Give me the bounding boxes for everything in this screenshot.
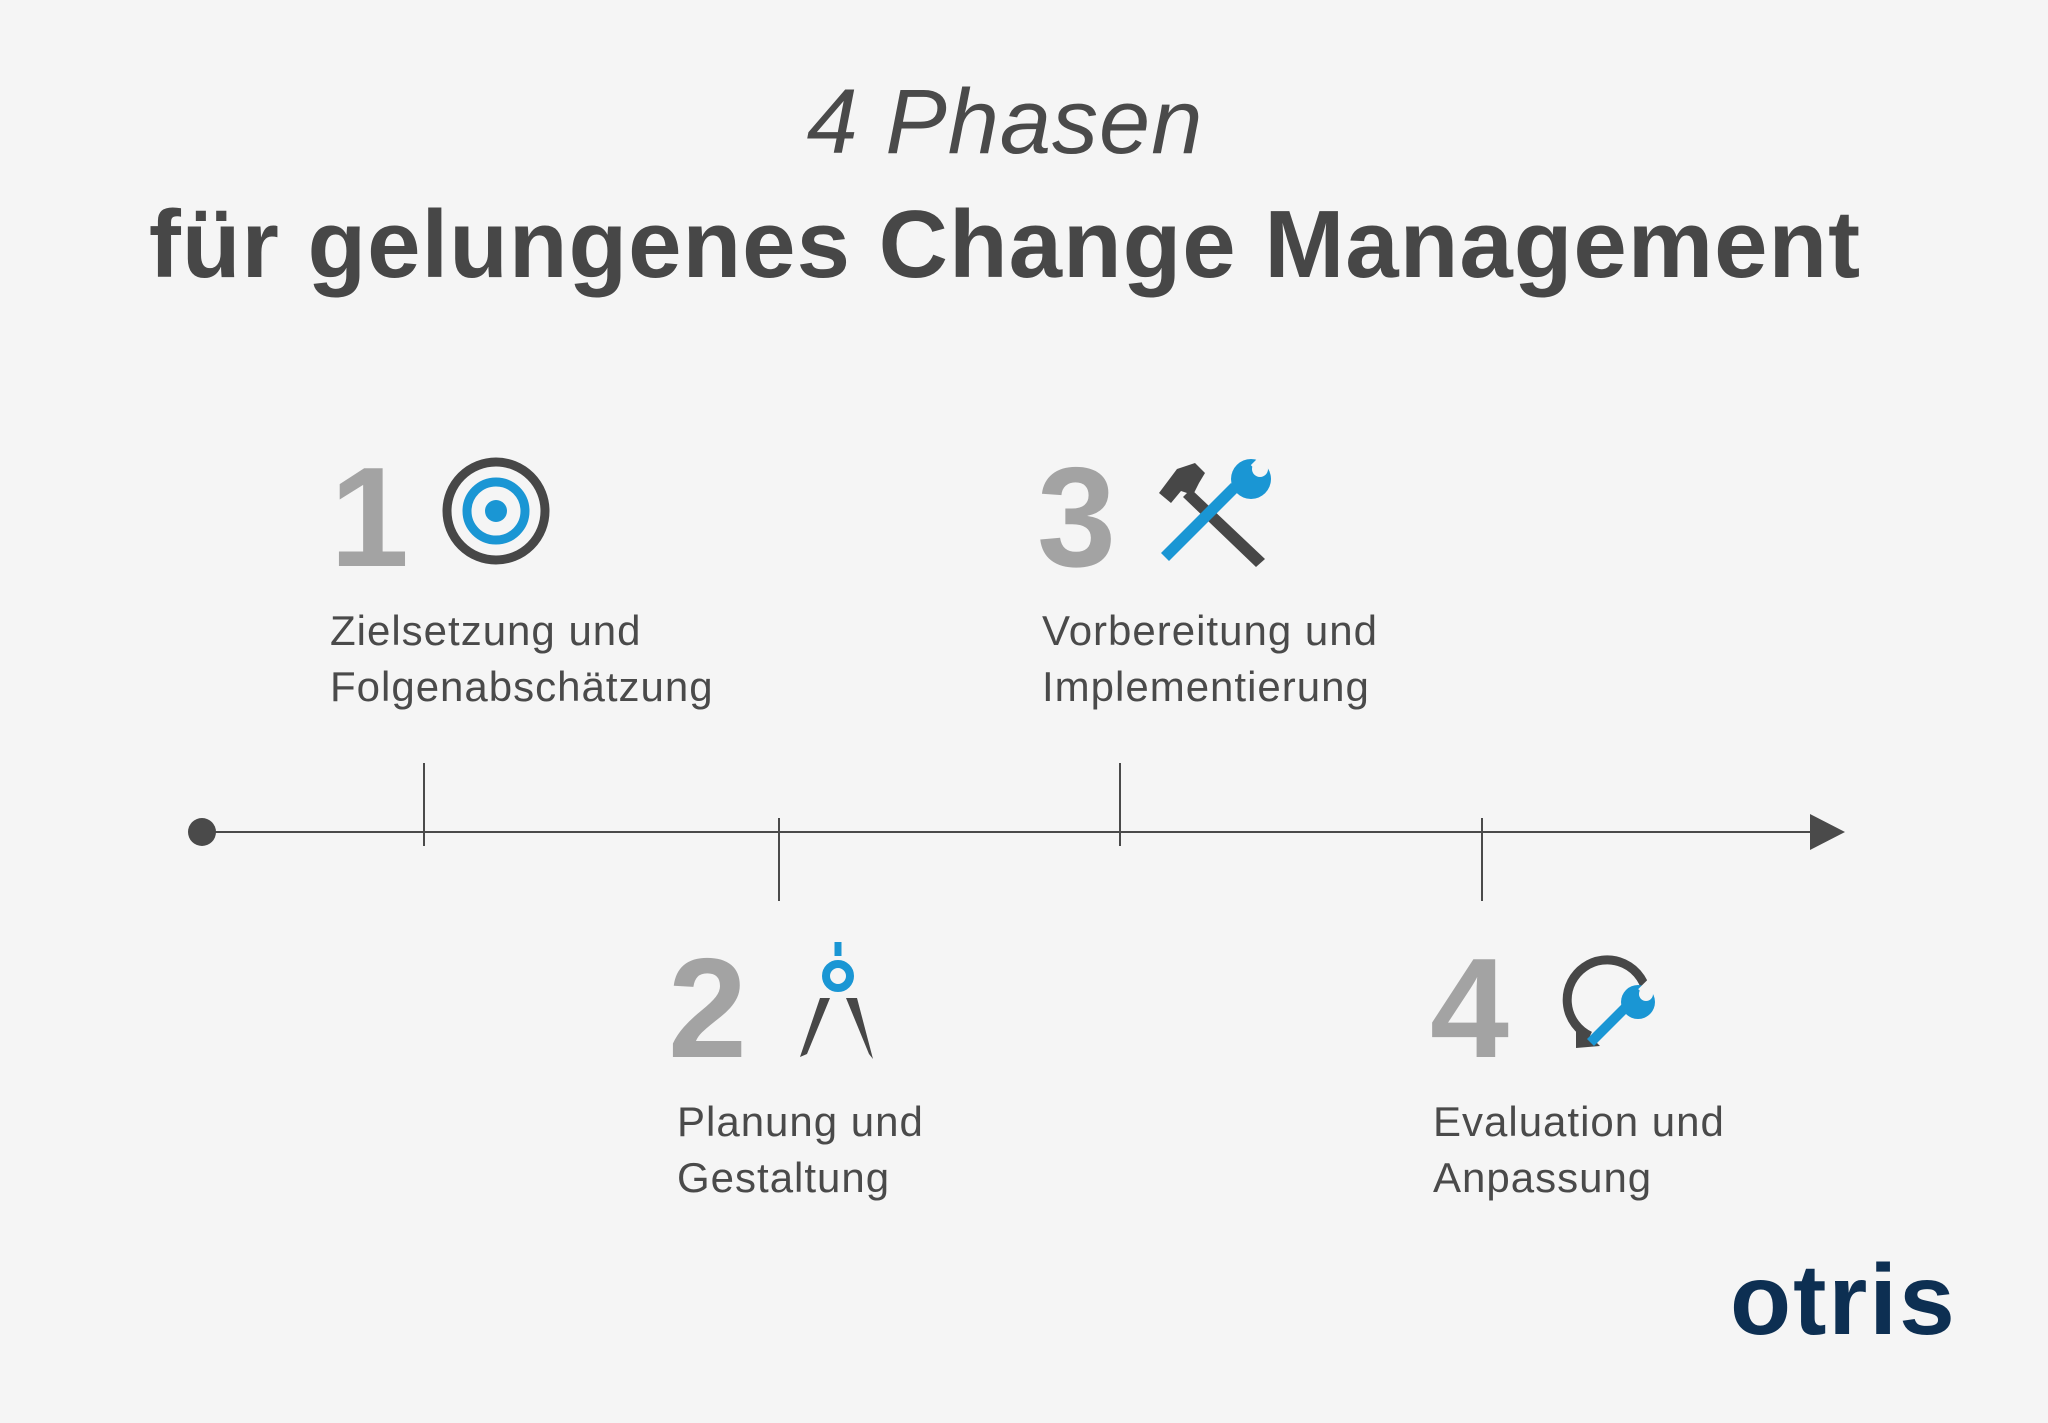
phase-number-1: 1 [330, 438, 409, 597]
timeline-start-dot [188, 818, 216, 846]
phase-label-4-line1: Evaluation und [1433, 1098, 1725, 1145]
phase-label-1-line2: Folgenabschätzung [330, 663, 714, 710]
timeline-arrowhead [1810, 814, 1845, 850]
phase-number-2: 2 [668, 929, 747, 1088]
otris-logo: otris [1730, 1244, 1957, 1356]
phase-label-4-line2: Anpassung [1433, 1154, 1653, 1201]
phase-label-2: Planung und Gestaltung [677, 1094, 924, 1206]
phase-number-3: 3 [1037, 438, 1116, 597]
phase-label-3-line1: Vorbereitung und [1042, 607, 1378, 654]
phase-label-3-line2: Implementierung [1042, 663, 1370, 710]
page-subtitle: 4 Phasen [806, 71, 1204, 173]
hammer-wrench-icon [1159, 455, 1271, 567]
page-title: für gelungenes Change Management [148, 191, 1862, 298]
compass-icon [800, 942, 873, 1059]
phase-label-4: Evaluation und Anpassung [1433, 1094, 1725, 1206]
phase-label-2-line1: Planung und [677, 1098, 924, 1145]
phase-number-4: 4 [1430, 929, 1509, 1088]
target-icon [442, 457, 550, 565]
phase-label-1-line1: Zielsetzung und [330, 607, 642, 654]
phase-label-1: Zielsetzung und Folgenabschätzung [330, 603, 714, 715]
refresh-wrench-icon [1562, 955, 1655, 1048]
phase-label-3: Vorbereitung und Implementierung [1042, 603, 1378, 715]
phase-label-2-line2: Gestaltung [677, 1154, 891, 1201]
